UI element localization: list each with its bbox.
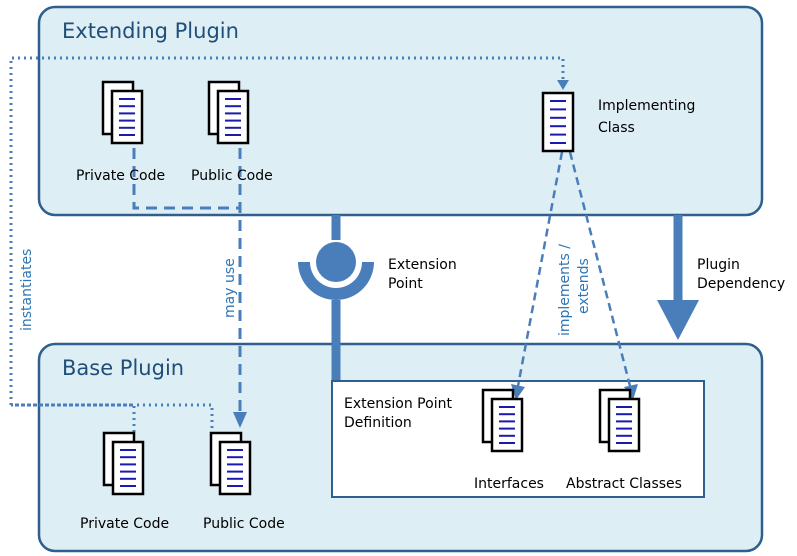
document-stack-icon (101, 80, 144, 145)
may-use-arrowhead (233, 412, 247, 428)
interfaces-label: Interfaces (474, 476, 544, 492)
plugin-dependency-arrow (657, 215, 699, 340)
instantiates-label: instantiates (19, 249, 35, 331)
extension-point-label-line2: Point (388, 276, 423, 292)
plugin-dependency-label-line2: Dependency (697, 276, 785, 292)
socket-icon (298, 242, 374, 300)
may-use-label: may use (222, 258, 238, 318)
document-stack-icon (209, 431, 252, 496)
extending-plugin-title: Extending Plugin (62, 19, 239, 43)
instantiates-arrowhead (557, 80, 569, 90)
extending-private-code-label: Private Code (76, 168, 165, 184)
document-stack-icon (207, 80, 250, 145)
base-public-code-label: Public Code (203, 516, 285, 532)
plugin-dependency-label-line1: Plugin (697, 257, 740, 273)
abstract-classes-label: Abstract Classes (566, 476, 682, 492)
document-stack-icon (481, 388, 524, 453)
extension-point-label-line1: Extension (388, 257, 457, 273)
base-plugin-title: Base Plugin (62, 356, 184, 380)
base-private-code-label: Private Code (80, 516, 169, 532)
extending-public-code-label: Public Code (191, 168, 273, 184)
may-use-connector (132, 148, 242, 414)
implementing-class-label-line2: Class (598, 120, 635, 136)
document-stack-icon (102, 431, 145, 496)
extension-point-definition-label-line1: Extension Point (344, 396, 452, 412)
extending-plugin-box (37, 5, 764, 217)
document-stack-icon (598, 388, 641, 453)
document-icon (541, 91, 575, 153)
extension-point-definition-label-line2: Definition (344, 415, 412, 431)
implements-extends-label-line2: extends (576, 258, 592, 314)
implementing-class-label-line1: Implementing (598, 98, 695, 114)
implements-connector (516, 151, 632, 387)
implements-arrowhead-left (511, 384, 525, 400)
implements-extends-label-line1: implements / (557, 244, 573, 336)
instantiates-connector (9, 56, 565, 432)
